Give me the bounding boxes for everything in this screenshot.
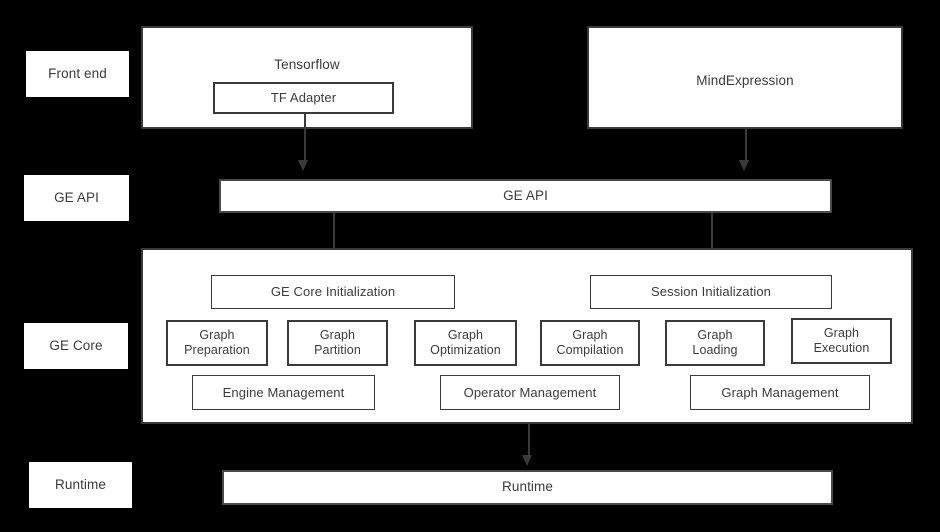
graph-preparation-label: Graph Preparation: [184, 328, 250, 357]
runtime-bar[interactable]: Runtime: [222, 470, 833, 505]
graph-compilation-label: Graph Compilation: [556, 328, 624, 357]
layer-label-ge-api: GE API: [24, 175, 129, 221]
graph-optimization-node[interactable]: Graph Optimization: [414, 320, 517, 366]
connector-ge-api-to-session-initialization-line: [711, 213, 713, 260]
layer-label-ge-core: GE Core: [24, 323, 128, 369]
graph-management-node[interactable]: Graph Management: [690, 375, 870, 410]
graph-partition-node[interactable]: Graph Partition: [287, 320, 388, 366]
connector-mindexpression-to-ge-api-arrowhead: [739, 160, 749, 171]
graph-execution-node[interactable]: Graph Execution: [791, 318, 892, 364]
graph-execution-label: Graph Execution: [813, 326, 870, 355]
layer-label-front-end: Front end: [26, 51, 129, 97]
connector-ge-api-to-ge-core-initialization-line: [333, 213, 335, 260]
connector-ge-core-to-runtime-arrowhead: [522, 455, 532, 466]
graph-loading-node[interactable]: Graph Loading: [665, 320, 765, 366]
mindexpression-frame[interactable]: MindExpression: [587, 26, 903, 129]
connector-tf-adapter-to-ge-api-arrowhead: [298, 160, 308, 171]
graph-partition-label: Graph Partition: [314, 328, 361, 357]
ge-api-bar[interactable]: GE API: [219, 179, 832, 213]
operator-management-node[interactable]: Operator Management: [440, 375, 620, 410]
tensorflow-title: Tensorflow: [274, 57, 340, 72]
engine-management-node[interactable]: Engine Management: [192, 375, 375, 410]
graph-preparation-node[interactable]: Graph Preparation: [166, 320, 268, 366]
graph-compilation-node[interactable]: Graph Compilation: [540, 320, 640, 366]
connector-ge-core-to-runtime-line: [528, 424, 530, 458]
graph-optimization-label: Graph Optimization: [430, 328, 501, 357]
session-initialization-node[interactable]: Session Initialization: [590, 275, 832, 309]
graph-loading-label: Graph Loading: [692, 328, 738, 357]
connector-tf-adapter-to-ge-api-line: [304, 114, 306, 164]
ge-core-initialization-node[interactable]: GE Core Initialization: [211, 275, 455, 309]
mindexpression-title: MindExpression: [696, 73, 794, 88]
layer-label-runtime: Runtime: [29, 462, 132, 508]
connector-mindexpression-to-ge-api-line: [745, 129, 747, 164]
tf-adapter-node[interactable]: TF Adapter: [213, 82, 394, 114]
